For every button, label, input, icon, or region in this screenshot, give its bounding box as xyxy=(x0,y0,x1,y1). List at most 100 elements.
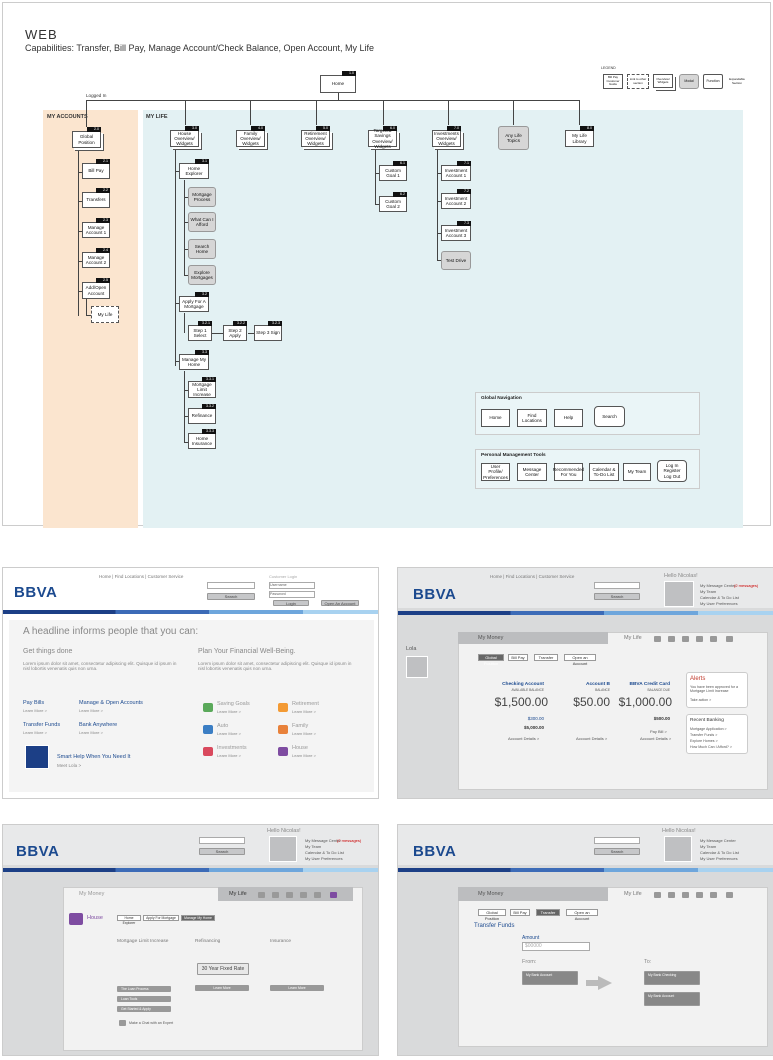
tab-transfer[interactable]: Transfer xyxy=(536,909,560,916)
bbva-logo[interactable]: BBVA xyxy=(16,843,60,860)
invest-glyph-icon[interactable] xyxy=(314,892,321,898)
password-input[interactable]: Password xyxy=(269,591,315,598)
my-life-tab[interactable]: My Life xyxy=(624,635,642,641)
tab-open-account[interactable]: Open an Account xyxy=(564,654,596,666)
gnav-find-locations: Find Locations xyxy=(517,409,547,427)
retirement-icon xyxy=(278,703,288,712)
transfer-title: Transfer Funds xyxy=(474,923,515,929)
tab-global-position[interactable]: Global Position xyxy=(478,654,504,666)
my-money-tab[interactable]: My Money xyxy=(478,635,504,641)
hello-user: Hello Nicolas! xyxy=(267,828,301,834)
search-button[interactable]: Search xyxy=(594,848,640,855)
amount-input[interactable]: $00000 xyxy=(522,942,590,951)
user-avatar xyxy=(269,836,297,862)
my-life-tab[interactable]: My Life xyxy=(624,891,642,897)
fixed-rate-button[interactable]: 30 Year Fixed Rate xyxy=(197,963,249,975)
search-input[interactable] xyxy=(594,582,640,589)
top-links[interactable]: Home | Find Locations | Customer Service xyxy=(490,574,575,579)
meet-lola-link[interactable]: Meet Lola > xyxy=(57,763,82,768)
task-manage-accounts[interactable]: Manage & Open Accounts xyxy=(79,700,143,706)
search-input[interactable] xyxy=(199,837,245,844)
smart-help-link[interactable]: Smart Help When You Need It xyxy=(57,754,131,760)
invest-glyph-icon[interactable] xyxy=(710,892,717,898)
global-nav-panel xyxy=(475,392,700,435)
tab-manage-my-home[interactable]: Manage My Home xyxy=(181,915,215,921)
login-button[interactable]: Login xyxy=(273,600,309,606)
search-input[interactable] xyxy=(207,582,255,589)
tab-bill-pay[interactable]: Bill Pay xyxy=(510,909,530,916)
auto-glyph-icon[interactable] xyxy=(682,892,689,898)
my-money-tab[interactable]: My Money xyxy=(79,891,105,897)
house-glyph-icon[interactable] xyxy=(654,892,661,898)
invest-glyph-icon[interactable] xyxy=(710,636,717,642)
option-loan-tools[interactable]: Loan Tools xyxy=(117,996,171,1002)
library-glyph-icon[interactable] xyxy=(726,636,733,642)
tool-profile: User Profile/ Preferences xyxy=(481,463,510,481)
to-account-1[interactable]: My Bank Checking xyxy=(644,971,700,985)
auto-glyph-icon[interactable] xyxy=(286,892,293,898)
family-glyph-icon[interactable] xyxy=(668,892,675,898)
my-life-tab[interactable]: My Life xyxy=(229,891,247,897)
tool-login: Log In Register Log Out xyxy=(657,460,687,482)
library-glyph-icon[interactable] xyxy=(726,892,733,898)
refi-learn-more[interactable]: Learn More xyxy=(195,985,249,991)
library-glyph-icon[interactable] xyxy=(330,892,337,898)
global-nav-title: Global Navigation xyxy=(481,396,522,401)
tab-open-account[interactable]: Open an Account xyxy=(566,909,598,921)
login-label: Customer Login xyxy=(269,574,298,579)
chat-link[interactable]: Make a Chat with an Expert xyxy=(129,1021,174,1025)
search-button[interactable]: Search xyxy=(207,593,255,600)
screen-house: BBVA Search Hello Nicolas! My Message Ce… xyxy=(2,824,379,1056)
username-input[interactable]: Username xyxy=(269,582,315,589)
option-loan-process[interactable]: The Loan Process xyxy=(117,986,171,992)
tab-home-explorer[interactable]: Home Explorer xyxy=(117,915,141,925)
savings-icon xyxy=(203,703,213,712)
house-glyph-icon[interactable] xyxy=(258,892,265,898)
node-test-drive: Test Drive xyxy=(441,251,471,270)
search-button[interactable]: Search xyxy=(594,593,640,600)
savings-glyph-icon[interactable] xyxy=(300,892,307,898)
take-action-link[interactable]: Take action > xyxy=(690,698,712,702)
personal-tools-title: Personal Management Tools xyxy=(481,453,546,458)
house-glyph-icon[interactable] xyxy=(654,636,661,642)
savings-glyph-icon[interactable] xyxy=(696,636,703,642)
open-account-button[interactable]: Open An Account xyxy=(321,600,359,606)
task-bank-anywhere[interactable]: Bank Anywhere xyxy=(79,722,118,728)
auto-glyph-icon[interactable] xyxy=(682,636,689,642)
right-lorem: Lorem ipsum dolor sit amet, consectetur … xyxy=(198,661,352,671)
option-get-started[interactable]: Get Started & Apply xyxy=(117,1006,171,1012)
my-money-tab[interactable]: My Money xyxy=(478,891,504,897)
to-account-2[interactable]: My Bank Account xyxy=(644,992,700,1006)
chat-icon[interactable] xyxy=(119,1020,126,1026)
tab-apply-mortgage[interactable]: Apply For Mortgage xyxy=(143,915,179,921)
task-transfer-funds[interactable]: Transfer Funds xyxy=(23,722,61,728)
top-links[interactable]: Home | Find Locations | Customer Service xyxy=(99,574,184,579)
house-icon xyxy=(278,747,288,756)
family-glyph-icon[interactable] xyxy=(272,892,279,898)
from-label: From: xyxy=(522,959,537,965)
tab-global-position[interactable]: Global Position xyxy=(478,909,506,921)
brand-stripe xyxy=(398,868,773,872)
savings-glyph-icon[interactable] xyxy=(696,892,703,898)
from-account[interactable]: My Bank Account xyxy=(522,971,578,985)
bbva-logo[interactable]: BBVA xyxy=(14,584,58,601)
family-glyph-icon[interactable] xyxy=(668,636,675,642)
insurance-learn-more[interactable]: Learn More xyxy=(270,985,324,991)
search-button[interactable]: Search xyxy=(199,848,245,855)
user-avatar xyxy=(664,836,692,862)
task-pay-bills[interactable]: Pay Bills xyxy=(23,700,45,706)
house-title: House xyxy=(87,915,103,921)
tab-transfer[interactable]: Transfer xyxy=(534,654,558,661)
bbva-logo[interactable]: BBVA xyxy=(413,586,457,603)
bbva-logo[interactable]: BBVA xyxy=(413,843,457,860)
tab-bill-pay[interactable]: Bill Pay xyxy=(508,654,528,661)
search-input[interactable] xyxy=(594,837,640,844)
